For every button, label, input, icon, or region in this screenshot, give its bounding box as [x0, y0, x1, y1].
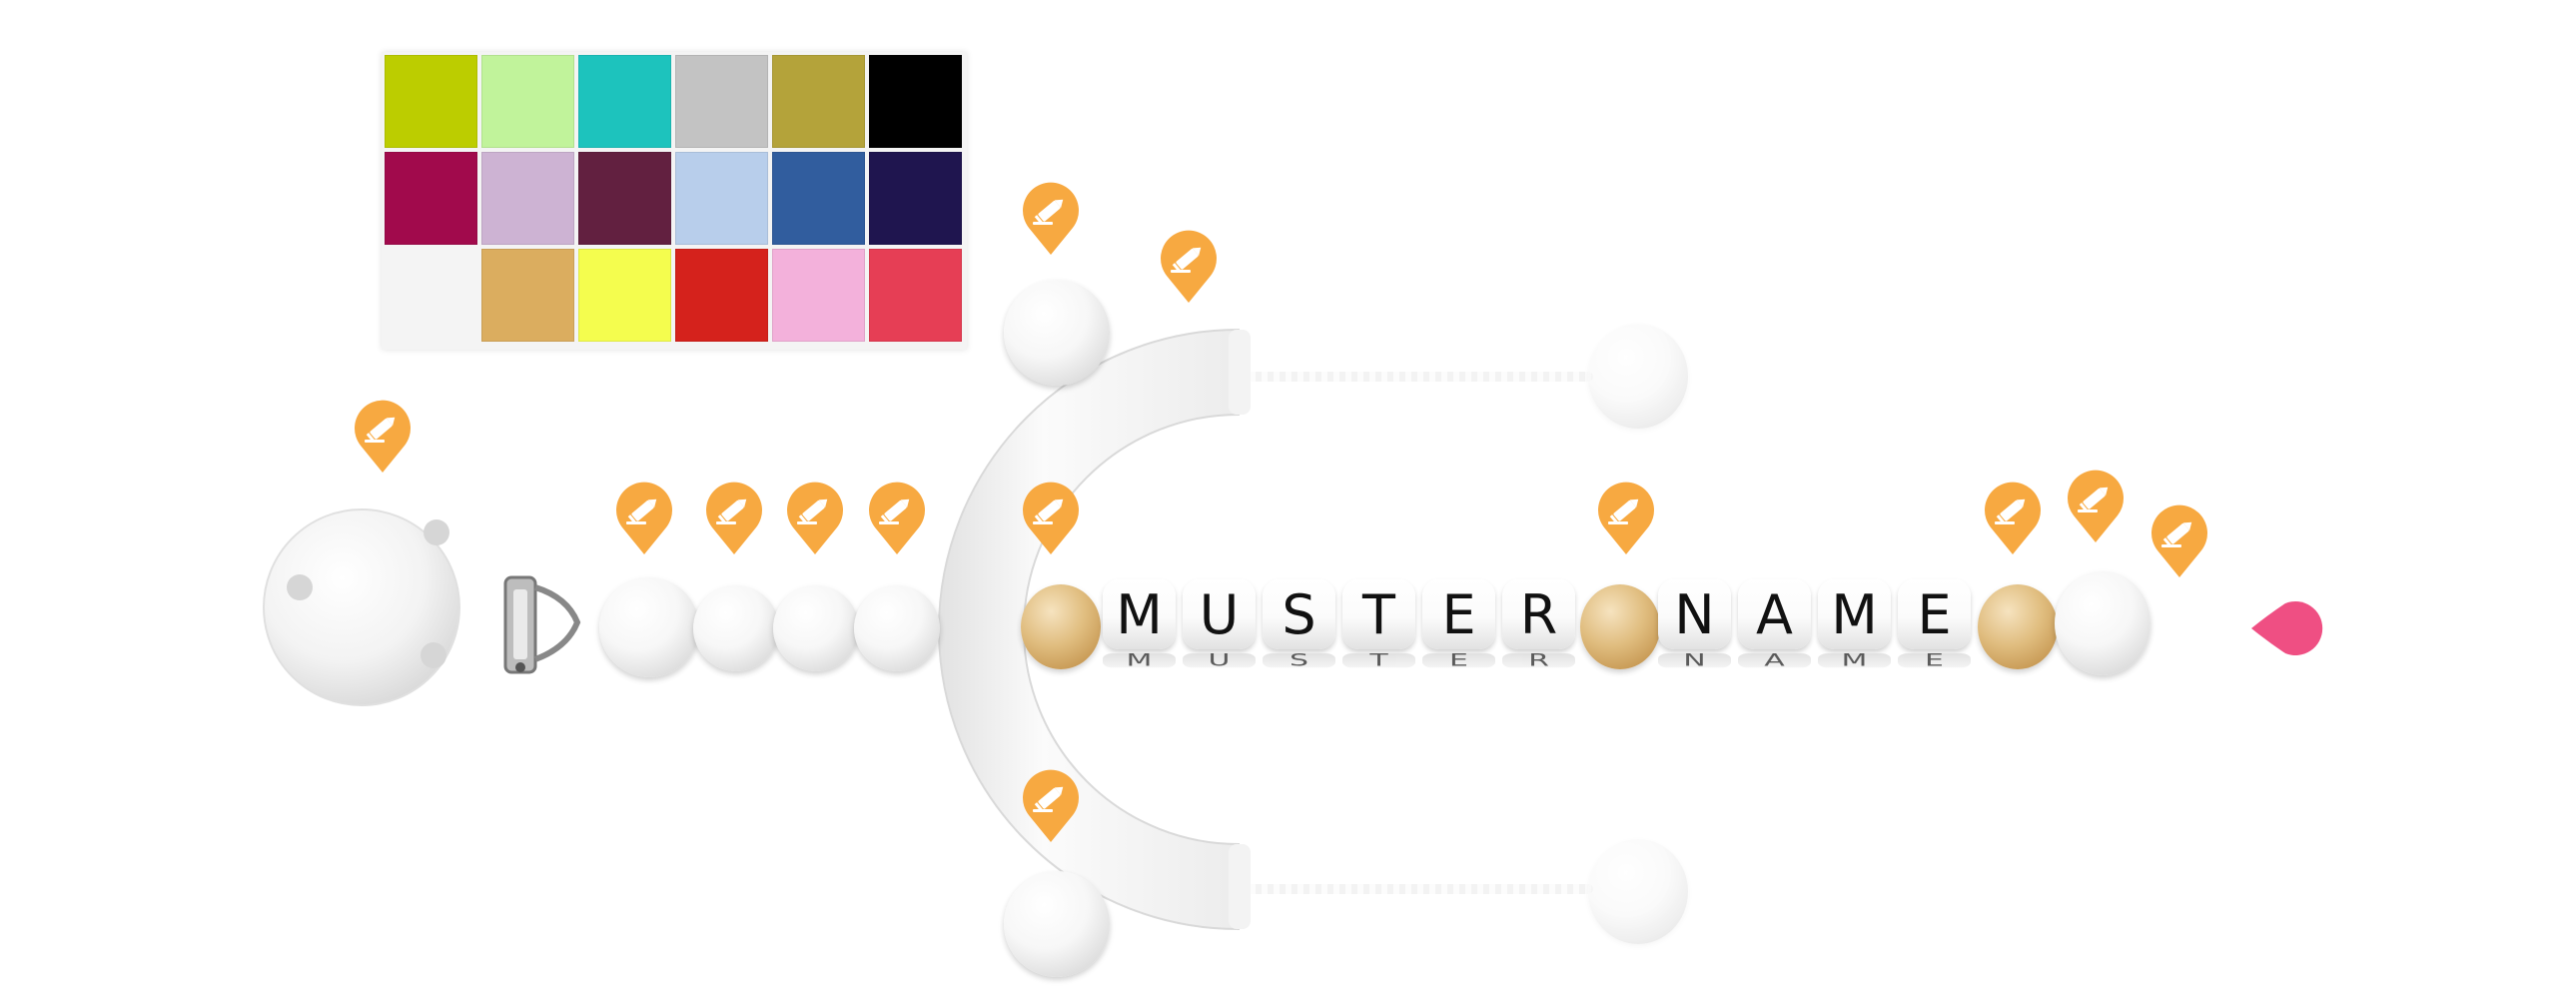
letter-cube-word2-2[interactable]: A [1738, 579, 1811, 649]
pencil-icon [1023, 769, 1079, 842]
pencil-icon [1598, 482, 1654, 554]
color-swatch-2[interactable] [481, 55, 574, 148]
letter-cube-word1-1[interactable]: M [1103, 579, 1176, 649]
edit-marker-2[interactable] [614, 482, 674, 555]
color-swatch-13[interactable] [481, 249, 574, 342]
chain-bead-2[interactable] [693, 585, 779, 671]
letter-cube-reflection: E [1898, 653, 1971, 668]
letter-cube-reflection: T [1342, 653, 1415, 668]
color-swatch-14[interactable] [578, 249, 671, 342]
letter-cube-reflection: R [1502, 653, 1575, 668]
chain-bead-3[interactable] [773, 585, 859, 671]
pencil-icon [1023, 182, 1079, 255]
color-swatch-1[interactable] [385, 55, 477, 148]
letter-cube-reflection: S [1263, 653, 1335, 668]
edit-marker-6[interactable] [1021, 482, 1081, 555]
pencil-icon [2068, 470, 2124, 542]
color-swatch-11[interactable] [772, 152, 865, 245]
metal-clip-spring [503, 575, 581, 674]
pencil-icon [869, 482, 925, 554]
ring-bead-top[interactable] [1004, 280, 1110, 386]
color-swatch-5[interactable] [772, 55, 865, 148]
edit-marker-3[interactable] [704, 482, 764, 555]
pencil-icon [1161, 230, 1217, 303]
color-swatch-12[interactable] [869, 152, 962, 245]
edit-marker-4[interactable] [785, 482, 845, 555]
edit-marker-13[interactable] [2149, 504, 2209, 578]
ghost-bead-bottom[interactable] [1588, 839, 1688, 944]
color-swatch-3[interactable] [578, 55, 671, 148]
edit-marker-12[interactable] [2066, 470, 2126, 543]
letter-cube-reflection: M [1818, 653, 1891, 668]
ring-bead-bottom[interactable] [1004, 871, 1110, 977]
pencil-icon [706, 482, 762, 554]
letter-cube-reflection: E [1422, 653, 1495, 668]
letter-cube-word2-3[interactable]: M [1818, 579, 1891, 649]
ring-cord-bottom [1244, 884, 1593, 894]
edit-marker-1[interactable] [353, 400, 413, 474]
wood-bead-1[interactable] [1021, 584, 1101, 669]
letter-cube-reflection: U [1183, 653, 1256, 668]
edit-marker-8[interactable] [1021, 182, 1081, 256]
edit-marker-9[interactable] [1159, 230, 1219, 304]
letter-cube-word1-5[interactable]: E [1422, 579, 1495, 649]
chain-end-marker[interactable] [2247, 597, 2327, 659]
letter-cube-reflection: M [1103, 653, 1176, 668]
edit-marker-5[interactable] [867, 482, 927, 555]
wood-bead-3[interactable] [1978, 584, 2058, 669]
pencil-icon [355, 400, 411, 473]
pencil-icon [1985, 482, 2041, 554]
color-swatch-6[interactable] [869, 55, 962, 148]
letter-cube-word1-6[interactable]: R [1502, 579, 1575, 649]
color-swatch-16[interactable] [772, 249, 865, 342]
pencil-icon [1023, 482, 1079, 554]
color-swatch-4[interactable] [675, 55, 768, 148]
color-palette [382, 52, 967, 350]
color-swatch-9[interactable] [578, 152, 671, 245]
edit-marker-11[interactable] [1983, 482, 2043, 555]
color-swatch-10[interactable] [675, 152, 768, 245]
color-swatch-7[interactable] [385, 152, 477, 245]
pencil-icon [616, 482, 672, 554]
end-bead[interactable] [2055, 571, 2150, 675]
pencil-icon [787, 482, 843, 554]
color-swatch-8[interactable] [481, 152, 574, 245]
letter-cube-reflection: A [1738, 653, 1811, 668]
letter-cube-reflection: N [1658, 653, 1731, 668]
pacifier-clip[interactable] [262, 488, 511, 727]
ghost-bead-top[interactable] [1588, 324, 1688, 429]
chain-bead-4[interactable] [854, 585, 940, 671]
edit-marker-7[interactable] [1021, 769, 1081, 843]
ring-cord-top [1244, 372, 1593, 382]
pencil-icon [2151, 504, 2207, 577]
edit-marker-10[interactable] [1596, 482, 1656, 555]
wood-bead-2[interactable] [1580, 584, 1660, 669]
letter-cube-word2-1[interactable]: N [1658, 579, 1731, 649]
color-swatch-15[interactable] [675, 249, 768, 342]
color-swatch-17[interactable] [869, 249, 962, 342]
letter-cube-word1-2[interactable]: U [1183, 579, 1256, 649]
letter-cube-word1-4[interactable]: T [1342, 579, 1415, 649]
letter-cube-word2-4[interactable]: E [1898, 579, 1971, 649]
chain-bead-1[interactable] [599, 577, 699, 677]
letter-cube-word1-3[interactable]: S [1263, 579, 1335, 649]
